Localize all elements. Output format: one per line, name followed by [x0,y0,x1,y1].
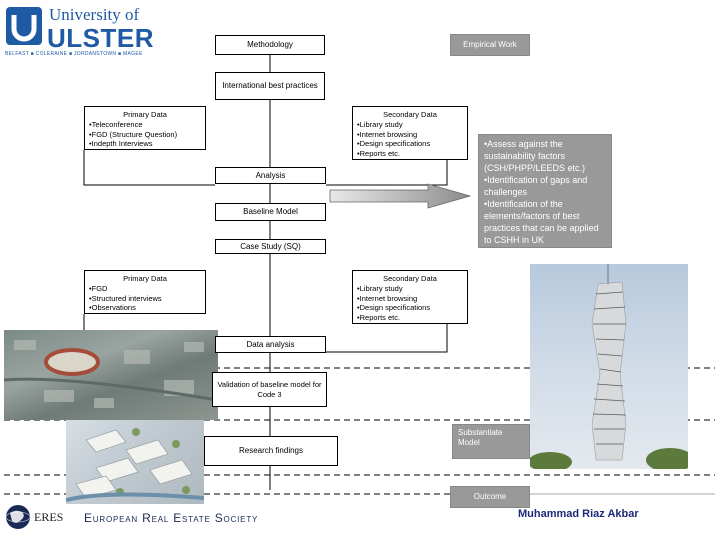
data-analysis-box: Data analysis [215,336,326,353]
intl-best-practices-label: International best practices [222,81,318,90]
secondary-data-box-2: Secondary Data Library study Internet br… [352,270,468,324]
ulster-logo: University of ULSTER BELFAST ■ COLERAINE… [5,5,154,61]
aerial-city-photo [4,330,218,420]
secondary-data-title-1: Secondary Data [383,110,437,119]
globe-icon [5,505,31,529]
baseline-model-box: Baseline Model [215,203,326,221]
urban-plan-photo [66,420,204,504]
list-item: FGD (Structure Question) [89,130,201,140]
empirical-work-box: Empirical Work [450,34,530,56]
logo-towns: BELFAST ■ COLERAINE ■ JORDANSTOWN ■ MAGE… [5,51,143,57]
assess-arrow-icon [329,183,472,209]
case-study-label: Case Study (SQ) [240,241,301,251]
eres-logo: ERES European Real Estate Society [4,500,314,534]
secondary-data-box-1: Secondary Data Library study Internet br… [352,106,468,160]
data-analysis-label: Data analysis [246,339,295,349]
list-item: Internet browsing [357,130,463,140]
list-item: •Assess against the sustainability facto… [484,139,586,173]
turning-torso-photo [530,264,688,469]
twisted-tower-illustration [530,264,688,469]
primary-data-title-1: Primary Data [123,110,167,119]
list-item: Reports etc. [357,313,463,323]
baseline-model-label: Baseline Model [243,207,298,216]
ulster-shield-icon [6,7,42,45]
analysis-label: Analysis [255,170,286,180]
substantiate-model-box: Substantiate Model [452,424,530,459]
author-name: Muhammad Riaz Akbar [518,508,639,520]
eres-abbr: ERES [34,510,64,524]
outcome-box: Outcome [450,486,530,508]
list-item: •Identification of gaps and challenges [484,174,588,197]
assess-box: •Assess against the sustainability facto… [478,134,612,248]
primary-data-box-1: Primary Data Teleconference FGD (Structu… [84,106,206,150]
research-findings-label: Research findings [238,446,304,455]
validation-box: Validation of baseline model for Code 3 [212,372,327,407]
list-item: Indepth Interviews [89,139,201,149]
list-item: Structured interviews [89,294,201,304]
empirical-work-label: Empirical Work [463,39,517,49]
analysis-box: Analysis [215,167,326,184]
list-item: FGD [89,284,201,294]
logo-line1: University of [49,5,140,24]
methodology-label: Methodology [247,40,293,49]
list-item: Library study [357,120,463,130]
substantiate-model-label: Substantiate Model [458,428,503,448]
primary-data-box-2: Primary Data FGD Structured interviews O… [84,270,206,314]
aerial-city-illustration [4,340,218,408]
outcome-label: Outcome [473,491,507,501]
methodology-box: Methodology [215,35,325,55]
list-item: Internet browsing [357,294,463,304]
primary-data-title-2: Primary Data [123,274,167,283]
research-findings-box: Research findings [204,436,338,466]
list-item: •Identification of the elements/factors … [484,198,599,245]
validation-label: Validation of baseline model for Code 3 [217,380,322,399]
list-item: Observations [89,303,201,313]
list-item: Design specifications [357,303,463,313]
secondary-data-title-2: Secondary Data [383,274,437,283]
list-item: Teleconference [89,120,201,130]
intl-best-practices-box: International best practices [215,72,325,100]
eres-full-name: European Real Estate Society [84,511,259,525]
logo-line2: ULSTER [47,23,154,53]
case-study-box: Case Study (SQ) [215,239,326,254]
urban-plan-illustration [66,428,204,502]
list-item: Design specifications [357,139,463,149]
list-item: Library study [357,284,463,294]
list-item: Reports etc. [357,149,463,159]
